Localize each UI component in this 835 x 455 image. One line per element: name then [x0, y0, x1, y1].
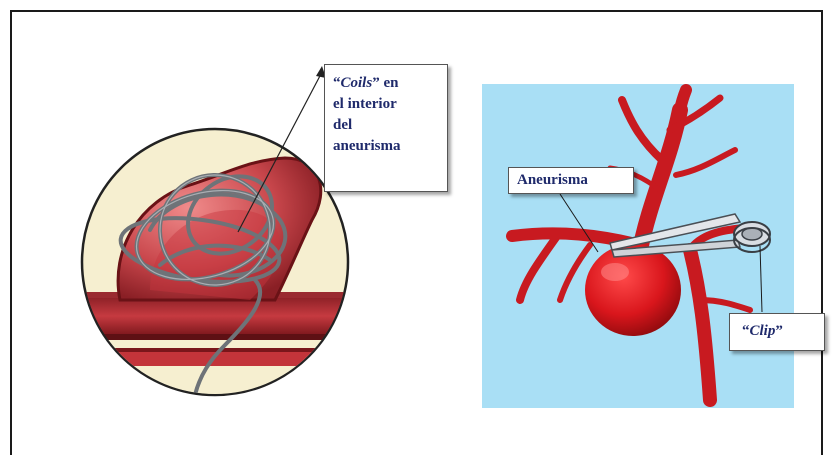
clip-quote-close: ” — [775, 323, 783, 339]
coils-quote-close: ” — [372, 75, 380, 91]
coils-quote-open: “ — [333, 75, 341, 91]
clip-panel-illustration — [482, 84, 794, 408]
coils-callout-line1: “Coils” en — [333, 73, 441, 94]
aneurisma-label: Aneurisma — [517, 172, 588, 188]
coils-en: en — [380, 75, 399, 91]
coils-italic-word: Coils — [341, 75, 373, 91]
clip-quote-open: “ — [742, 323, 750, 339]
coils-callout-line4: aneurisma — [333, 136, 441, 157]
clip-italic-word: Clip — [750, 323, 776, 339]
coils-callout: “Coils” en el interior del aneurisma — [324, 64, 448, 192]
clip-callout: “Clip” — [729, 313, 825, 351]
aneurisma-callout: Aneurisma — [508, 167, 634, 194]
coils-callout-line3: del — [333, 115, 441, 136]
coils-callout-line2: el interior — [333, 94, 441, 115]
